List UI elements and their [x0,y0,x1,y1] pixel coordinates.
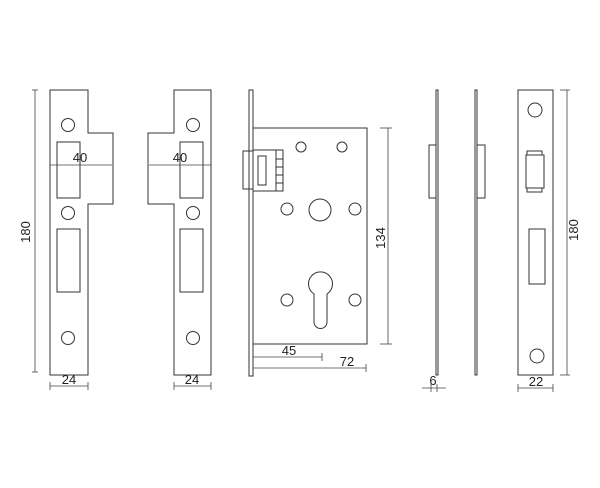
svg-text:40: 40 [173,150,187,165]
svg-text:180: 180 [18,221,33,243]
svg-text:180: 180 [566,219,581,241]
spindle-hole-icon [308,198,332,222]
screw-hole-icon [529,348,545,364]
latch-opening [56,141,81,199]
cylinder-cutout-icon [308,271,333,329]
svg-text:24: 24 [185,372,199,387]
screw-hole-icon [336,141,348,153]
lock-side-view-2 [474,89,486,376]
screw-hole-icon [61,206,75,220]
svg-text:134: 134 [373,227,388,249]
svg-text:24: 24 [62,372,76,387]
dimension-thickness: 6 [422,373,446,392]
dimension-height: 180 [560,89,581,376]
screw-hole-icon [348,202,362,216]
screw-hole-icon [61,331,75,345]
lock-case [252,127,368,345]
forend-edge [248,89,254,377]
svg-text:45: 45 [282,343,296,358]
screw-hole-icon [280,293,294,307]
screw-hole-icon [186,118,200,132]
strike-plate-right: 40 24 [147,89,212,390]
dimension-depth: 72 [253,354,367,372]
screw-hole-icon [186,206,200,220]
dimension-tongue-width: 40 [50,150,112,166]
screw-hole-icon [295,141,307,153]
bolt-opening [528,228,546,285]
latch-face [525,150,545,193]
screw-hole-icon [61,118,75,132]
dimension-width: 22 [517,374,554,392]
screw-hole-icon [348,293,362,307]
dimension-width: 24 [49,372,89,390]
screw-hole-icon [186,331,200,345]
svg-text:6: 6 [429,373,436,388]
svg-text:40: 40 [73,150,87,165]
lock-side-view-1: 6 [422,89,446,392]
latch-profile [428,144,437,199]
screw-hole-icon [280,202,294,216]
strike-plate-left: 180 40 24 [18,89,114,390]
latch-profile [476,144,486,199]
bolt-opening [179,228,204,293]
dimension-backset: 45 [253,343,323,361]
svg-text:22: 22 [529,374,543,389]
bolt-opening [56,228,81,293]
latch-opening [179,141,204,199]
latch-bolt [242,149,284,192]
dimension-body-height: 134 [373,127,392,345]
dimension-width: 24 [173,372,212,390]
forend-plate: 180 22 [517,89,581,392]
svg-text:72: 72 [340,354,354,369]
screw-hole-icon [527,102,543,118]
dimension-height: 180 [18,89,38,373]
dimension-tongue-width: 40 [149,150,211,166]
lock-body-front: 134 45 72 [242,89,392,377]
